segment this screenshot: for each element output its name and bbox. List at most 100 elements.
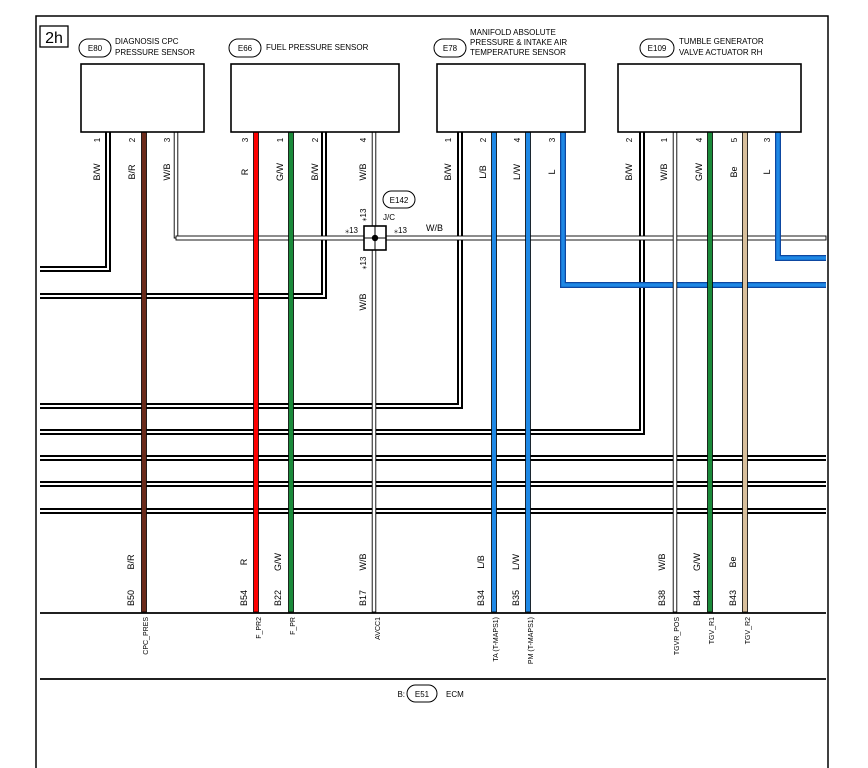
sensor-pin-number: 2	[625, 137, 634, 142]
ecm-id: E51	[415, 690, 430, 699]
sensor-pin-number: 1	[660, 137, 669, 142]
sensor-wire-color: G/W	[694, 162, 704, 181]
joint-dot	[371, 234, 379, 242]
connector-id: E66	[238, 44, 253, 53]
connector-id-oval	[228, 38, 262, 58]
ecm-signal-name: TGV_R2	[745, 617, 752, 644]
wire-e78-pin3-outer	[560, 132, 826, 288]
sensor-wire-color: L	[762, 169, 772, 174]
connector-id-oval	[433, 38, 467, 58]
ecm-pin-number: B38	[657, 590, 667, 606]
sensor-pin-number: 3	[163, 137, 172, 142]
wire-gw	[288, 131, 294, 613]
connector-name: VALVE ACTUATOR RH	[679, 48, 763, 57]
sensor-pin-number: 1	[276, 137, 285, 142]
sensor-pin-number: 4	[695, 137, 704, 142]
ecm-signal-name: PM (T-MAPS1)	[528, 617, 535, 664]
ecm-pin-number: B44	[692, 590, 702, 606]
connector-name: TEMPERATURE SENSOR	[470, 48, 566, 57]
connector-id-oval	[639, 38, 675, 58]
ecm-wire-color: W/B	[657, 554, 667, 571]
ecm-wire-color: L/W	[511, 554, 521, 571]
connector-name: PRESSURE SENSOR	[115, 48, 195, 57]
sensor-wire-color: B/R	[127, 164, 137, 180]
ecm-pin-number: B34	[476, 590, 486, 606]
ecm-pin-number: B43	[728, 590, 738, 606]
ecm-wire-color: G/W	[273, 552, 283, 571]
joint-id-oval	[382, 190, 416, 209]
sensor-wire-color: W/B	[162, 164, 172, 181]
wire-wb-tgv	[672, 131, 678, 613]
connector-name: PRESSURE & INTAKE AIR	[470, 38, 567, 47]
ecm-pin-number: B50	[126, 590, 136, 606]
sensor-wire-color: L/B	[478, 165, 488, 179]
joint-id: E142	[390, 196, 409, 205]
joint-marker-bottom: ⁎13	[359, 256, 368, 269]
connector-name: FUEL PRESSURE SENSOR	[266, 43, 369, 52]
sensor-box-e80	[80, 63, 205, 133]
sensor-pin-number: 1	[93, 137, 102, 142]
joint-lower-wire: W/B	[358, 294, 368, 311]
ecm-wire-color: L/B	[476, 555, 486, 569]
sensor-wire-color: L/W	[512, 164, 522, 181]
connector-name: TUMBLE GENERATOR	[679, 37, 764, 46]
ecm-signal-name: TGV_R1	[709, 617, 716, 644]
sensor-wire-color: B/W	[92, 163, 102, 181]
sensor-pin-number: 3	[763, 137, 772, 142]
sensor-pin-number: 4	[513, 137, 522, 142]
ecm-signal-name: F_PR2	[256, 617, 263, 639]
connector-id: E80	[88, 44, 103, 53]
wire-be	[742, 131, 748, 613]
ecm-pin-number: B17	[358, 590, 368, 606]
ecm-signal-name: TA (T-MAPS1)	[493, 617, 500, 662]
sensor-wire-color: G/W	[275, 162, 285, 181]
ecm-signal-name: CPC_PRES	[143, 617, 150, 655]
sensor-wire-color: L	[547, 169, 557, 174]
connector-id: E78	[443, 44, 458, 53]
ground-wire-e80-outer	[40, 132, 111, 272]
sensor-box-e109	[617, 63, 802, 133]
wire-wb-branch	[175, 235, 827, 241]
sensor-pin-number: 3	[241, 137, 250, 142]
ecm-signal-name: AVCC1	[375, 617, 382, 640]
sensor-wire-color: B/W	[624, 163, 634, 181]
diagram-frame	[35, 15, 829, 768]
connector-name: MANIFOLD ABSOLUTE	[470, 28, 556, 37]
sensor-pin-number: 3	[548, 137, 557, 142]
wire-gw-tgv	[707, 131, 713, 613]
sensor-wire-color: Be	[729, 166, 739, 177]
page-label: 2h	[45, 30, 63, 47]
sensor-wire-color: B/W	[443, 163, 453, 181]
ecm-wire-color: W/B	[358, 554, 368, 571]
ecm-pin-number: B22	[273, 590, 283, 606]
sensor-wire-color: R	[240, 168, 250, 175]
ecm-name: ECM	[446, 690, 464, 699]
sensor-pin-number: 5	[730, 137, 739, 142]
wire-lb	[491, 131, 497, 613]
sensor-pin-number: 2	[311, 137, 320, 142]
wire-wb	[371, 131, 377, 613]
ecm-wire-color: R	[239, 558, 249, 565]
ecm-pin-number: B54	[239, 590, 249, 606]
connector-name: DIAGNOSIS CPC	[115, 37, 179, 46]
sensor-pin-number: 2	[128, 137, 137, 142]
ecm-signal-name: TGVR_POS	[674, 617, 681, 655]
joint-marker-top: ⁎13	[359, 208, 368, 221]
ground-wire-e109-inner	[40, 132, 643, 433]
sensor-wire-color: W/B	[358, 164, 368, 181]
joint-marker-left: ⁎13	[345, 226, 358, 235]
ecm-wire-color: B/R	[126, 554, 136, 570]
ground-wire-e80-inner	[40, 132, 109, 270]
sensor-pin-number: 4	[359, 137, 368, 142]
sensor-pin-number: 2	[479, 137, 488, 142]
ecm-signal-name: F_PR	[290, 617, 297, 635]
ground-wire-e78-inner	[40, 132, 461, 407]
ecm-wire-color: Be	[728, 556, 738, 567]
wire-e109-pin3-inner	[776, 132, 826, 260]
ecm-prefix: B:	[397, 690, 405, 699]
joint-branch-wire: W/B	[426, 223, 443, 233]
wire-br	[141, 131, 147, 613]
wire-e80-pin3	[173, 131, 179, 239]
wire-e78-pin3-inner	[561, 132, 826, 287]
